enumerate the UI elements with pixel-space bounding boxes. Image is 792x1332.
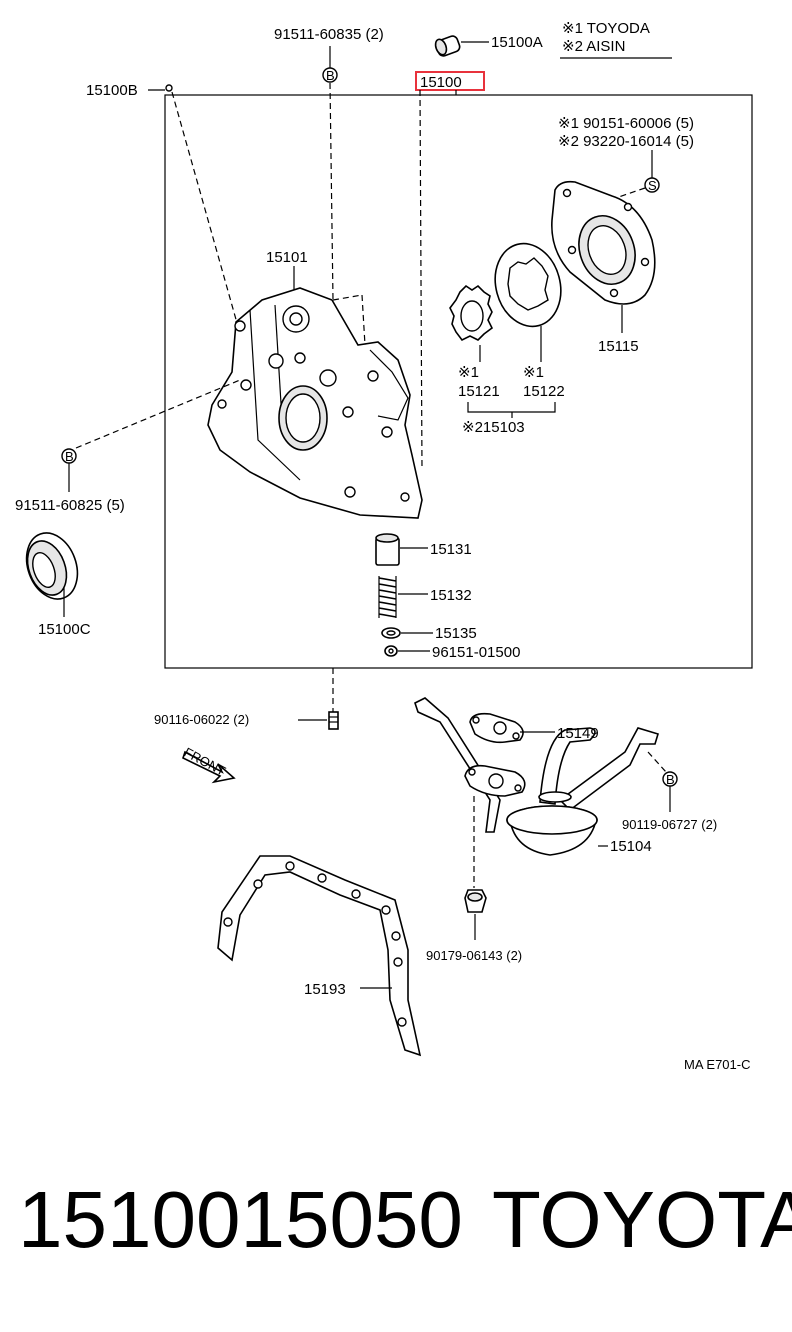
snap-ring-96151-part[interactable] (384, 645, 398, 657)
label-15101[interactable]: 15101 (266, 249, 308, 266)
front-direction-arrow: FRONT (182, 744, 236, 784)
gasket-15193-part[interactable] (217, 855, 422, 1057)
label-bolt-s2[interactable]: ※2 93220-16014 (5) (558, 133, 694, 150)
callout-b-90119: B (662, 771, 678, 787)
bottom-brand: TOYOTA (492, 1175, 792, 1264)
label-15100[interactable]: 15100 (420, 74, 462, 91)
callout-b-left: B (61, 448, 77, 464)
oil-strainer-15104-part[interactable] (414, 697, 659, 856)
legend-toyoda: ※1 TOYODA (562, 20, 650, 37)
label-15132[interactable]: 15132 (430, 587, 472, 604)
label-15121[interactable]: 15121 (458, 383, 500, 400)
dash-bolt-top (329, 82, 334, 301)
oil-pump-parts-diagram: ※1 TOYODA ※2 AISIN 91511-60835 (2) B 151… (15, 20, 753, 1072)
nut-90179-part[interactable] (464, 889, 487, 913)
dash-15100B (171, 91, 247, 356)
cap-15100A-part[interactable] (434, 35, 462, 58)
label-15104[interactable]: 15104 (610, 838, 652, 855)
dash-15100 (419, 89, 423, 471)
pump-body-15101-part[interactable] (207, 287, 423, 519)
label-15103[interactable]: ※215103 (462, 419, 525, 436)
washer-15135-part[interactable] (381, 627, 401, 639)
label-15149[interactable]: 15149 (557, 725, 599, 742)
mark-15122: ※1 (523, 364, 544, 381)
oil-seal-15100C-part[interactable] (18, 526, 86, 606)
highlight-15100 (415, 71, 485, 91)
label-90116[interactable]: 90116-06022 (2) (154, 712, 249, 727)
relief-valve-15131-part[interactable] (375, 533, 400, 566)
spring-15132-part[interactable] (378, 576, 397, 618)
inner-rotor-15121-part[interactable] (449, 284, 494, 342)
label-15135[interactable]: 15135 (435, 625, 477, 642)
bracket-15103 (467, 402, 556, 413)
strainer-flange (464, 764, 526, 797)
mark-15121: ※1 (458, 364, 479, 381)
svg-text:B: B (666, 772, 675, 787)
legend-aisin: ※2 AISIN (562, 38, 625, 55)
plug-15100B-part[interactable] (165, 84, 173, 92)
label-15100B[interactable]: 15100B (86, 82, 138, 99)
outer-rotor-15122-part[interactable] (486, 236, 570, 334)
label-15122[interactable]: 15122 (523, 383, 565, 400)
label-15100C[interactable]: 15100C (38, 621, 91, 638)
gasket-15149-part[interactable] (469, 712, 524, 744)
dash-body-top (332, 294, 363, 301)
pump-cover-15115-part[interactable] (551, 180, 656, 305)
label-bolt-top[interactable]: 91511-60835 (2) (274, 26, 384, 43)
bottom-part-number: 1510015050 (18, 1175, 463, 1264)
svg-text:S: S (648, 178, 657, 193)
dash-90119 (647, 751, 667, 773)
callout-s: S (644, 177, 660, 193)
stud-90116-part[interactable] (328, 711, 339, 730)
label-15193[interactable]: 15193 (304, 981, 346, 998)
callout-b-top: B (322, 67, 338, 83)
label-bolt-s1[interactable]: ※1 90151-60006 (5) (558, 115, 694, 132)
label-15131[interactable]: 15131 (430, 541, 472, 558)
assembly-frame (164, 94, 753, 669)
label-15115[interactable]: 15115 (598, 338, 639, 355)
svg-text:B: B (65, 449, 74, 464)
label-bolt-left[interactable]: 91511-60825 (5) (15, 497, 125, 514)
label-90119[interactable]: 90119-06727 (2) (622, 817, 717, 832)
diagram-code: MA E701-C (684, 1057, 750, 1072)
label-96151[interactable]: 96151-01500 (432, 644, 520, 661)
svg-text:B: B (326, 68, 335, 83)
label-15100A[interactable]: 15100A (491, 34, 543, 51)
dash-body-right (361, 294, 366, 346)
label-90179[interactable]: 90179-06143 (2) (426, 948, 522, 963)
